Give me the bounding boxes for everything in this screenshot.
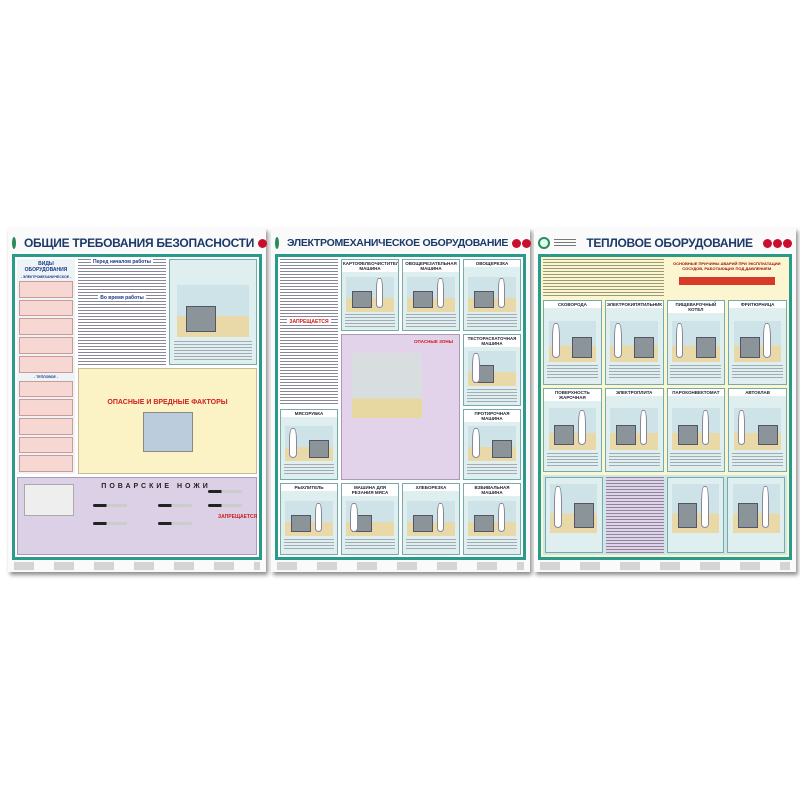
intro-text: ЗАПРЕЩАЕТСЯ (280, 259, 338, 406)
pressure-vessels-section: ОСНОВНЫЕ ПРИЧИНЫ АВАРИЙ ПРИ ЭКСПЛУАТАЦИИ… (667, 259, 788, 297)
panel-label: ОВОЩЕРЕЗКА (464, 260, 520, 267)
dot-icon (258, 238, 268, 248)
panel-label: КАРТОФЕЛЕОЧИСТИТЕЛЬНАЯ МАШИНА (342, 260, 399, 272)
list-item (19, 281, 73, 298)
logo-icon (538, 237, 550, 249)
panel-label: ПОВЕРХНОСТЬ ЖАРОЧНАЯ (544, 388, 601, 401)
panel-label: МАШИНА ДЛЯ РЕЗАНИЯ МЯСА (342, 484, 398, 497)
illustration-panel (727, 477, 785, 553)
equipment-panel: ВЗБИВАЛЬНАЯ МАШИНА (463, 483, 521, 555)
poster-general-safety: ОБЩИЕ ТРЕБОВАНИЯ БЕЗОПАСНОСТИ ВИДЫ ОБОРУ… (8, 228, 268, 572)
poster-thermal: ТЕПЛОВОЕ ОБОРУДОВАНИЕ ОСНОВНЫЕ ПРИЧИНЫ А… (534, 228, 796, 572)
panel-label: ПИЩЕВАРОЧНЫЙ КОТЕЛ (667, 301, 725, 313)
hazard-factors-title: ОПАСНЫЕ И ВРЕДНЫЕ ФАКТОРЫ (107, 399, 228, 406)
section-before-work: Перед началом работы Во время работы (78, 259, 166, 365)
list-item (19, 355, 73, 373)
poster-title: ТЕПЛОВОЕ ОБОРУДОВАНИЕ (586, 236, 753, 250)
equipment-panel: ОВОЩЕРЕЗАТЕЛЬНАЯ МАШИНА (402, 259, 460, 331)
dot-icon (522, 238, 532, 248)
poster-header: ТЕПЛОВОЕ ОБОРУДОВАНИЕ (538, 232, 792, 254)
dot-icon (773, 238, 782, 248)
logo-icon (275, 237, 279, 249)
panel-label: ЭЛЕКТРОКИПЯТИЛЬНИК (605, 301, 663, 308)
sidebar-title: ВИДЫ ОБОРУДОВАНИЯ (24, 261, 68, 273)
panel-label: ВЗБИВАЛЬНАЯ МАШИНА (464, 484, 520, 497)
forbidden-heading: ЗАПРЕЩАЕТСЯ (287, 319, 331, 325)
equipment-panel: ТЕСТОРАСКАТОЧНАЯ МАШИНА (463, 333, 521, 406)
illustration-panel (666, 477, 725, 553)
dot-icon (512, 238, 522, 248)
hazard-factors-panel: ОПАСНЫЕ И ВРЕДНЫЕ ФАКТОРЫ (78, 368, 257, 474)
sidebar-subtitle: - ТЕПЛОВОЕ - (34, 374, 58, 379)
panel-label: ПРОТИРОЧНАЯ МАШИНА (464, 409, 520, 422)
list-item (19, 455, 73, 473)
equipment-types-sidebar: ВИДЫ ОБОРУДОВАНИЯ - ЭЛЕКТРОМЕХАНИЧЕСКОЕ … (17, 259, 75, 474)
poster-header: ЭЛЕКТРОМЕХАНИЧЕСКОЕ ОБОРУДОВАНИЕ (275, 232, 532, 254)
forbidden-heading: ЗАПРЕЩАЕТСЯ (218, 514, 258, 520)
illustration-panel (169, 259, 257, 365)
bottom-section (543, 475, 787, 555)
panel-label: СКОВОРОДА (544, 301, 601, 308)
equipment-panel: РЫХЛИТЕЛЬ (280, 483, 338, 555)
equipment-panel: ПИЩЕВАРОЧНЫЙ КОТЕЛ (666, 300, 726, 385)
poster-header: ОБЩИЕ ТРЕБОВАНИЯ БЕЗОПАСНОСТИ (12, 232, 268, 254)
list-item (19, 417, 73, 435)
panel-label: ТЕСТОРАСКАТОЧНАЯ МАШИНА (464, 334, 520, 347)
difficulty-dots (512, 238, 532, 248)
danger-zones-panel: ОПАСНЫЕ ЗОНЫ (341, 333, 460, 481)
equipment-panel: СКОВОРОДА (543, 300, 602, 385)
knives-title: ПОВАРСКИЕ НОЖИ (101, 483, 211, 490)
equipment-panel: ПОВЕРХНОСТЬ ЖАРОЧНАЯ (543, 387, 602, 472)
dot-icon (783, 238, 792, 248)
equipment-panel: МЯСОРУБКА (280, 408, 338, 481)
publisher-text (554, 239, 576, 247)
list-item (19, 337, 73, 354)
poster-electromechanical: ЭЛЕКТРОМЕХАНИЧЕСКОЕ ОБОРУДОВАНИЕ ЗАПРЕЩА… (271, 228, 532, 572)
equipment-panel: ЭЛЕКТРОПЛИТА (604, 387, 664, 472)
dot-icon (763, 238, 772, 248)
list-item (19, 299, 73, 317)
panel-label: ОВОЩЕРЕЗАТЕЛЬНАЯ МАШИНА (403, 260, 459, 272)
panel-label: ПАРОКОНВЕКТОМАТ (667, 388, 725, 396)
equipment-panel: ПРОТИРОЧНАЯ МАШИНА (463, 408, 521, 481)
sidebar-subtitle: - ЭЛЕКТРОМЕХАНИЧЕСКОЕ - (20, 275, 72, 279)
list-item (19, 399, 73, 416)
equipment-panel: ПАРОКОНВЕКТОМАТ (666, 387, 726, 472)
intro-text (543, 259, 664, 297)
danger-zones-title: ОПАСНЫЕ ЗОНЫ (414, 338, 453, 344)
equipment-panel: ФРИТЮРНИЦА (728, 300, 787, 385)
panel-label: ФРИТЮРНИЦА (729, 301, 786, 308)
section-heading: Перед началом работы (91, 259, 153, 265)
poster-title: ОБЩИЕ ТРЕБОВАНИЯ БЕЗОПАСНОСТИ (24, 236, 255, 250)
section-heading: Во время работы (98, 295, 146, 301)
difficulty-dots (258, 238, 268, 248)
chef-knives-panel: ПОВАРСКИЕ НОЖИ ЗАПРЕЩАЕТСЯ (17, 477, 257, 555)
equipment-panel: ОВОЩЕРЕЗКА (463, 259, 521, 331)
illustration-panel (545, 477, 603, 553)
list-item (19, 436, 73, 454)
difficulty-dots (763, 238, 792, 248)
logo-icon (12, 237, 16, 249)
list-item (19, 380, 73, 398)
panel-label: ХЛЕБОРЕЗКА (403, 484, 459, 492)
instructions-text (605, 477, 664, 553)
panel-label: РЫХЛИТЕЛЬ (281, 484, 337, 492)
panel-label: МЯСОРУБКА (281, 409, 337, 417)
panel-label: ЭЛЕКТРОПЛИТА (605, 388, 663, 396)
equipment-panel: ЭЛЕКТРОКИПЯТИЛЬНИК (604, 300, 664, 385)
poster-title: ЭЛЕКТРОМЕХАНИЧЕСКОЕ ОБОРУДОВАНИЕ (287, 237, 509, 249)
panel-label: АВТОКЛАВ (729, 388, 786, 396)
equipment-panel: АВТОКЛАВ (728, 387, 787, 472)
equipment-panel: КАРТОФЕЛЕОЧИСТИТЕЛЬНАЯ МАШИНА (341, 259, 399, 331)
pressure-vessels-title: ОСНОВНЫЕ ПРИЧИНЫ АВАРИЙ ПРИ ЭКСПЛУАТАЦИИ… (673, 261, 781, 271)
list-item (19, 318, 73, 336)
equipment-panel: ХЛЕБОРЕЗКА (402, 483, 460, 555)
equipment-panel: МАШИНА ДЛЯ РЕЗАНИЯ МЯСА (341, 483, 399, 555)
